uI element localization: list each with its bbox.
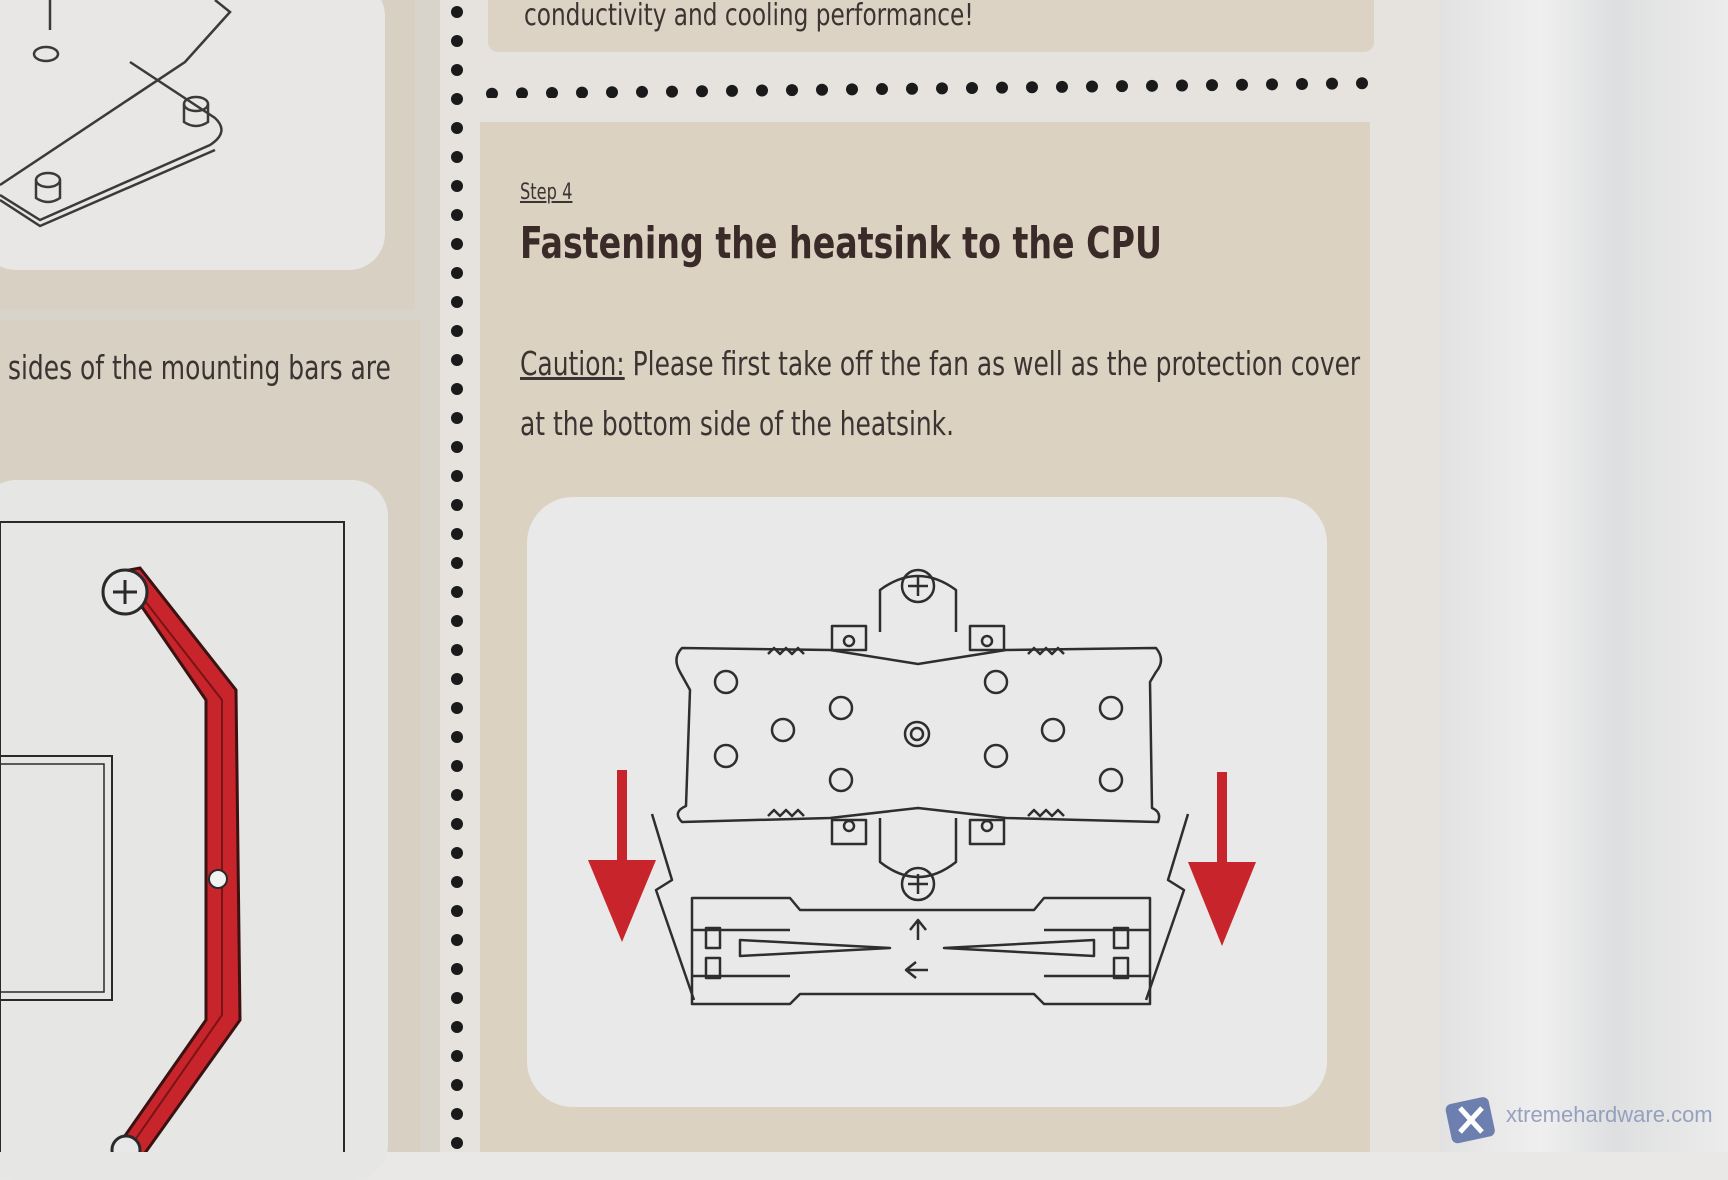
perforation-dot	[996, 81, 1008, 94]
watermark: xtremehardware.com	[1444, 1086, 1713, 1146]
perforation-dot	[451, 209, 463, 221]
perforation-dot	[451, 963, 463, 975]
perforation-dot	[666, 85, 678, 98]
perforation-dot	[451, 731, 463, 743]
perforation-dot	[451, 1079, 463, 1091]
perforation-dot	[606, 86, 618, 98]
perforation-dot	[1056, 80, 1068, 93]
left-page	[0, 0, 440, 1180]
perforation-dot	[451, 267, 463, 279]
perforation-dot	[1086, 80, 1098, 93]
watermark-text: xtremehardware.com	[1506, 1102, 1713, 1127]
perforation-dot	[756, 84, 768, 97]
perforation-dot	[451, 557, 463, 569]
perforation-dot	[1206, 79, 1218, 92]
perforation-dot	[1326, 77, 1338, 90]
perforation-dot	[451, 354, 463, 366]
perforation-dot	[451, 818, 463, 830]
caution-line-1: Caution: Please first take off the fan a…	[520, 344, 1360, 383]
perforation-dot	[451, 615, 463, 627]
perforation-dot	[546, 87, 558, 98]
perforation-dot	[906, 82, 918, 95]
x-logo-icon	[1445, 1097, 1495, 1144]
perforation-dot	[451, 789, 463, 801]
perforation-dot	[451, 992, 463, 1004]
perforation-dot	[451, 702, 463, 714]
perforation-dot	[451, 934, 463, 946]
perforation-dot	[486, 87, 498, 98]
perforation-dot	[451, 876, 463, 888]
perforation-dot	[1356, 77, 1368, 90]
perforation-dot	[451, 1137, 463, 1149]
perforation-horizontal	[486, 77, 1368, 98]
perforation-dot	[451, 760, 463, 772]
perforation-dot	[451, 470, 463, 482]
caution-label: Caution:	[520, 344, 625, 383]
perforation-dot	[451, 325, 463, 337]
perforation-dot	[936, 82, 948, 95]
perforation-dot	[451, 441, 463, 453]
perforation-dot	[451, 238, 463, 250]
perforation-dot	[451, 35, 463, 47]
step-label: Step 4	[520, 180, 573, 205]
perforation-dot	[451, 1050, 463, 1062]
perforation-dot	[726, 84, 738, 97]
perforation-dot	[1116, 80, 1128, 93]
perforation-dot	[1176, 79, 1188, 92]
perforation-dot	[636, 85, 648, 98]
perforation-dot	[451, 296, 463, 308]
perforation-dot	[876, 83, 888, 96]
top-section-text: conductivity and cooling performance!	[524, 0, 974, 33]
perforation-dot	[516, 87, 528, 98]
perforation-dot	[451, 180, 463, 192]
top-left-panel	[0, 0, 415, 310]
perforation-dot	[451, 499, 463, 511]
perforation-dot	[451, 673, 463, 685]
left-section-text: sides of the mounting bars are	[8, 348, 391, 387]
perforation-dot	[451, 412, 463, 424]
step-4-illustration-card	[527, 497, 1327, 1107]
step-title: Fastening the heatsink to the CPU	[520, 218, 1162, 269]
perforation-dot	[451, 93, 463, 105]
perforation-vertical	[451, 6, 463, 1149]
perforation-dot	[451, 64, 463, 76]
perforation-dot	[966, 81, 978, 94]
perforation-dot	[451, 6, 463, 18]
bottom-left-illustration-card	[0, 480, 388, 1180]
background-paper	[1440, 0, 1728, 1152]
perforation-dot	[451, 905, 463, 917]
top-main-panel	[488, 0, 1374, 52]
perforation-dot	[696, 85, 708, 98]
caution-line-2: at the bottom side of the heatsink.	[520, 404, 955, 443]
perforation-dot	[451, 528, 463, 540]
perforation-dot	[451, 1108, 463, 1120]
perforation-dot	[846, 83, 858, 96]
perforation-dot	[451, 847, 463, 859]
perforation-dot	[1296, 78, 1308, 91]
perforation-dot	[451, 383, 463, 395]
perforation-dot	[1266, 78, 1278, 91]
perforation-dot	[1236, 78, 1248, 91]
perforation-dot	[576, 86, 588, 98]
perforation-dot	[451, 586, 463, 598]
perforation-dot	[816, 83, 828, 96]
perforation-dot	[1026, 81, 1038, 94]
top-left-illustration-card	[0, 0, 385, 270]
perforation-dot	[451, 1021, 463, 1033]
perforation-dot	[451, 122, 463, 134]
caution-text-1: Please first take off the fan as well as…	[632, 344, 1361, 383]
perforation-dot	[786, 84, 798, 97]
perforation-dot	[1146, 79, 1158, 92]
perforation-dot	[451, 151, 463, 163]
perforation-dot	[451, 644, 463, 656]
